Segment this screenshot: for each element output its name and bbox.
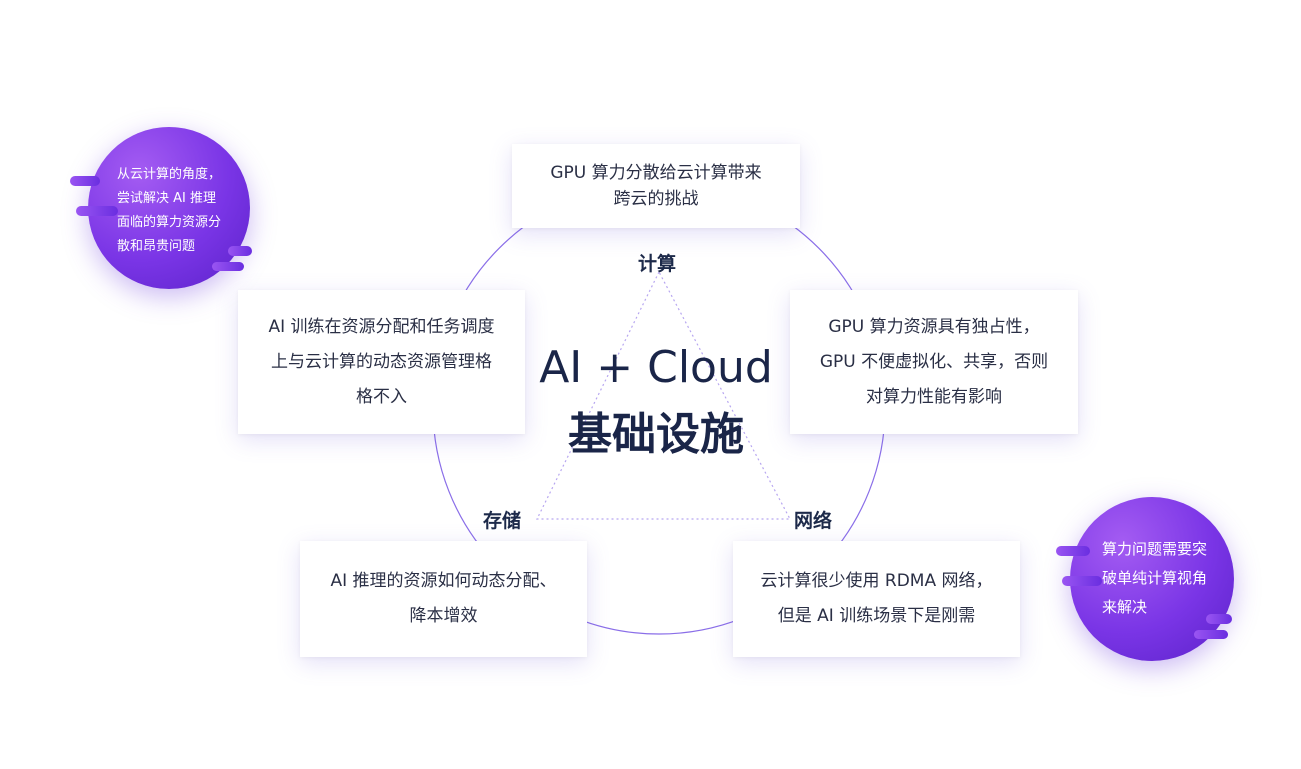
bubble-right-streak xyxy=(1056,546,1090,556)
card-rdma-network: 云计算很少使用 RDMA 网络， 但是 AI 训练场景下是刚需 xyxy=(733,541,1020,657)
card-rdma-network-text: 云计算很少使用 RDMA 网络， 但是 AI 训练场景下是刚需 xyxy=(760,571,993,626)
bubble-left-text: 从云计算的角度， 尝试解决 AI 推理 面临的算力资源分 散和昂贵问题 xyxy=(117,167,222,254)
center-title: AI + Cloud 基础设施 xyxy=(536,338,776,472)
card-training-scheduling: AI 训练在资源分配和任务调度 上与云计算的动态资源管理格 格不入 xyxy=(238,290,525,434)
node-label-storage: 存储 xyxy=(483,510,522,532)
bubble-right-text: 算力问题需要突 破单纯计算视角 来解决 xyxy=(1102,540,1208,616)
card-inference-resources: AI 推理的资源如何动态分配、 降本增效 xyxy=(300,541,587,657)
card-gpu-exclusivity-text: GPU 算力资源具有独占性， GPU 不便虚拟化、共享，否则 对算力性能有影响 xyxy=(819,316,1049,407)
card-compute-challenge: GPU 算力分散给云计算带来 跨云的挑战 xyxy=(512,144,800,228)
center-title-english: AI + Cloud xyxy=(539,342,773,393)
bubble-right-streak xyxy=(1062,576,1102,586)
bubble-left-streak xyxy=(228,246,252,256)
card-gpu-exclusivity: GPU 算力资源具有独占性， GPU 不便虚拟化、共享，否则 对算力性能有影响 xyxy=(790,290,1078,434)
card-compute-challenge-text: GPU 算力分散给云计算带来 跨云的挑战 xyxy=(550,163,762,209)
bubble-right-streak xyxy=(1194,630,1228,639)
bubble-left-streak xyxy=(70,176,100,186)
center-title-chinese: 基础设施 xyxy=(568,409,744,460)
bubble-right-streak xyxy=(1206,614,1232,624)
node-label-network: 网络 xyxy=(794,510,833,532)
bubble-left-streak xyxy=(76,206,118,216)
node-label-compute: 计算 xyxy=(638,253,677,275)
triangle-outline xyxy=(536,270,791,520)
card-training-scheduling-text: AI 训练在资源分配和任务调度 上与云计算的动态资源管理格 格不入 xyxy=(268,316,495,407)
card-inference-resources-text: AI 推理的资源如何动态分配、 降本增效 xyxy=(330,571,557,626)
bubble-left-streak xyxy=(212,262,244,271)
